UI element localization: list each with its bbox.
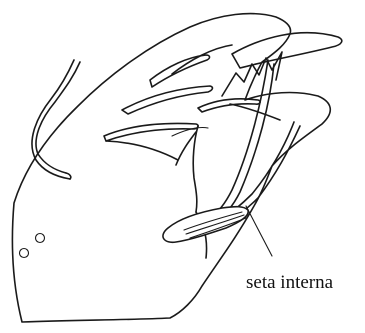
apical-blade bbox=[232, 33, 342, 68]
upper-seta-1 bbox=[150, 55, 210, 87]
seta-interna-leader bbox=[246, 206, 272, 256]
pore-2 bbox=[20, 249, 29, 258]
long-seta-2 bbox=[216, 64, 274, 220]
pore-1 bbox=[36, 234, 45, 243]
left-hook-seta bbox=[36, 62, 80, 173]
left-hook-seta-inner bbox=[32, 60, 74, 179]
upper-seta-2 bbox=[172, 45, 232, 74]
seta-interna-label: seta interna bbox=[246, 272, 333, 294]
lower-seta-1 bbox=[104, 124, 198, 142]
mid-seta-3 bbox=[230, 104, 280, 120]
lower-seta-2 bbox=[106, 141, 178, 160]
inner-curve-2 bbox=[193, 126, 198, 212]
